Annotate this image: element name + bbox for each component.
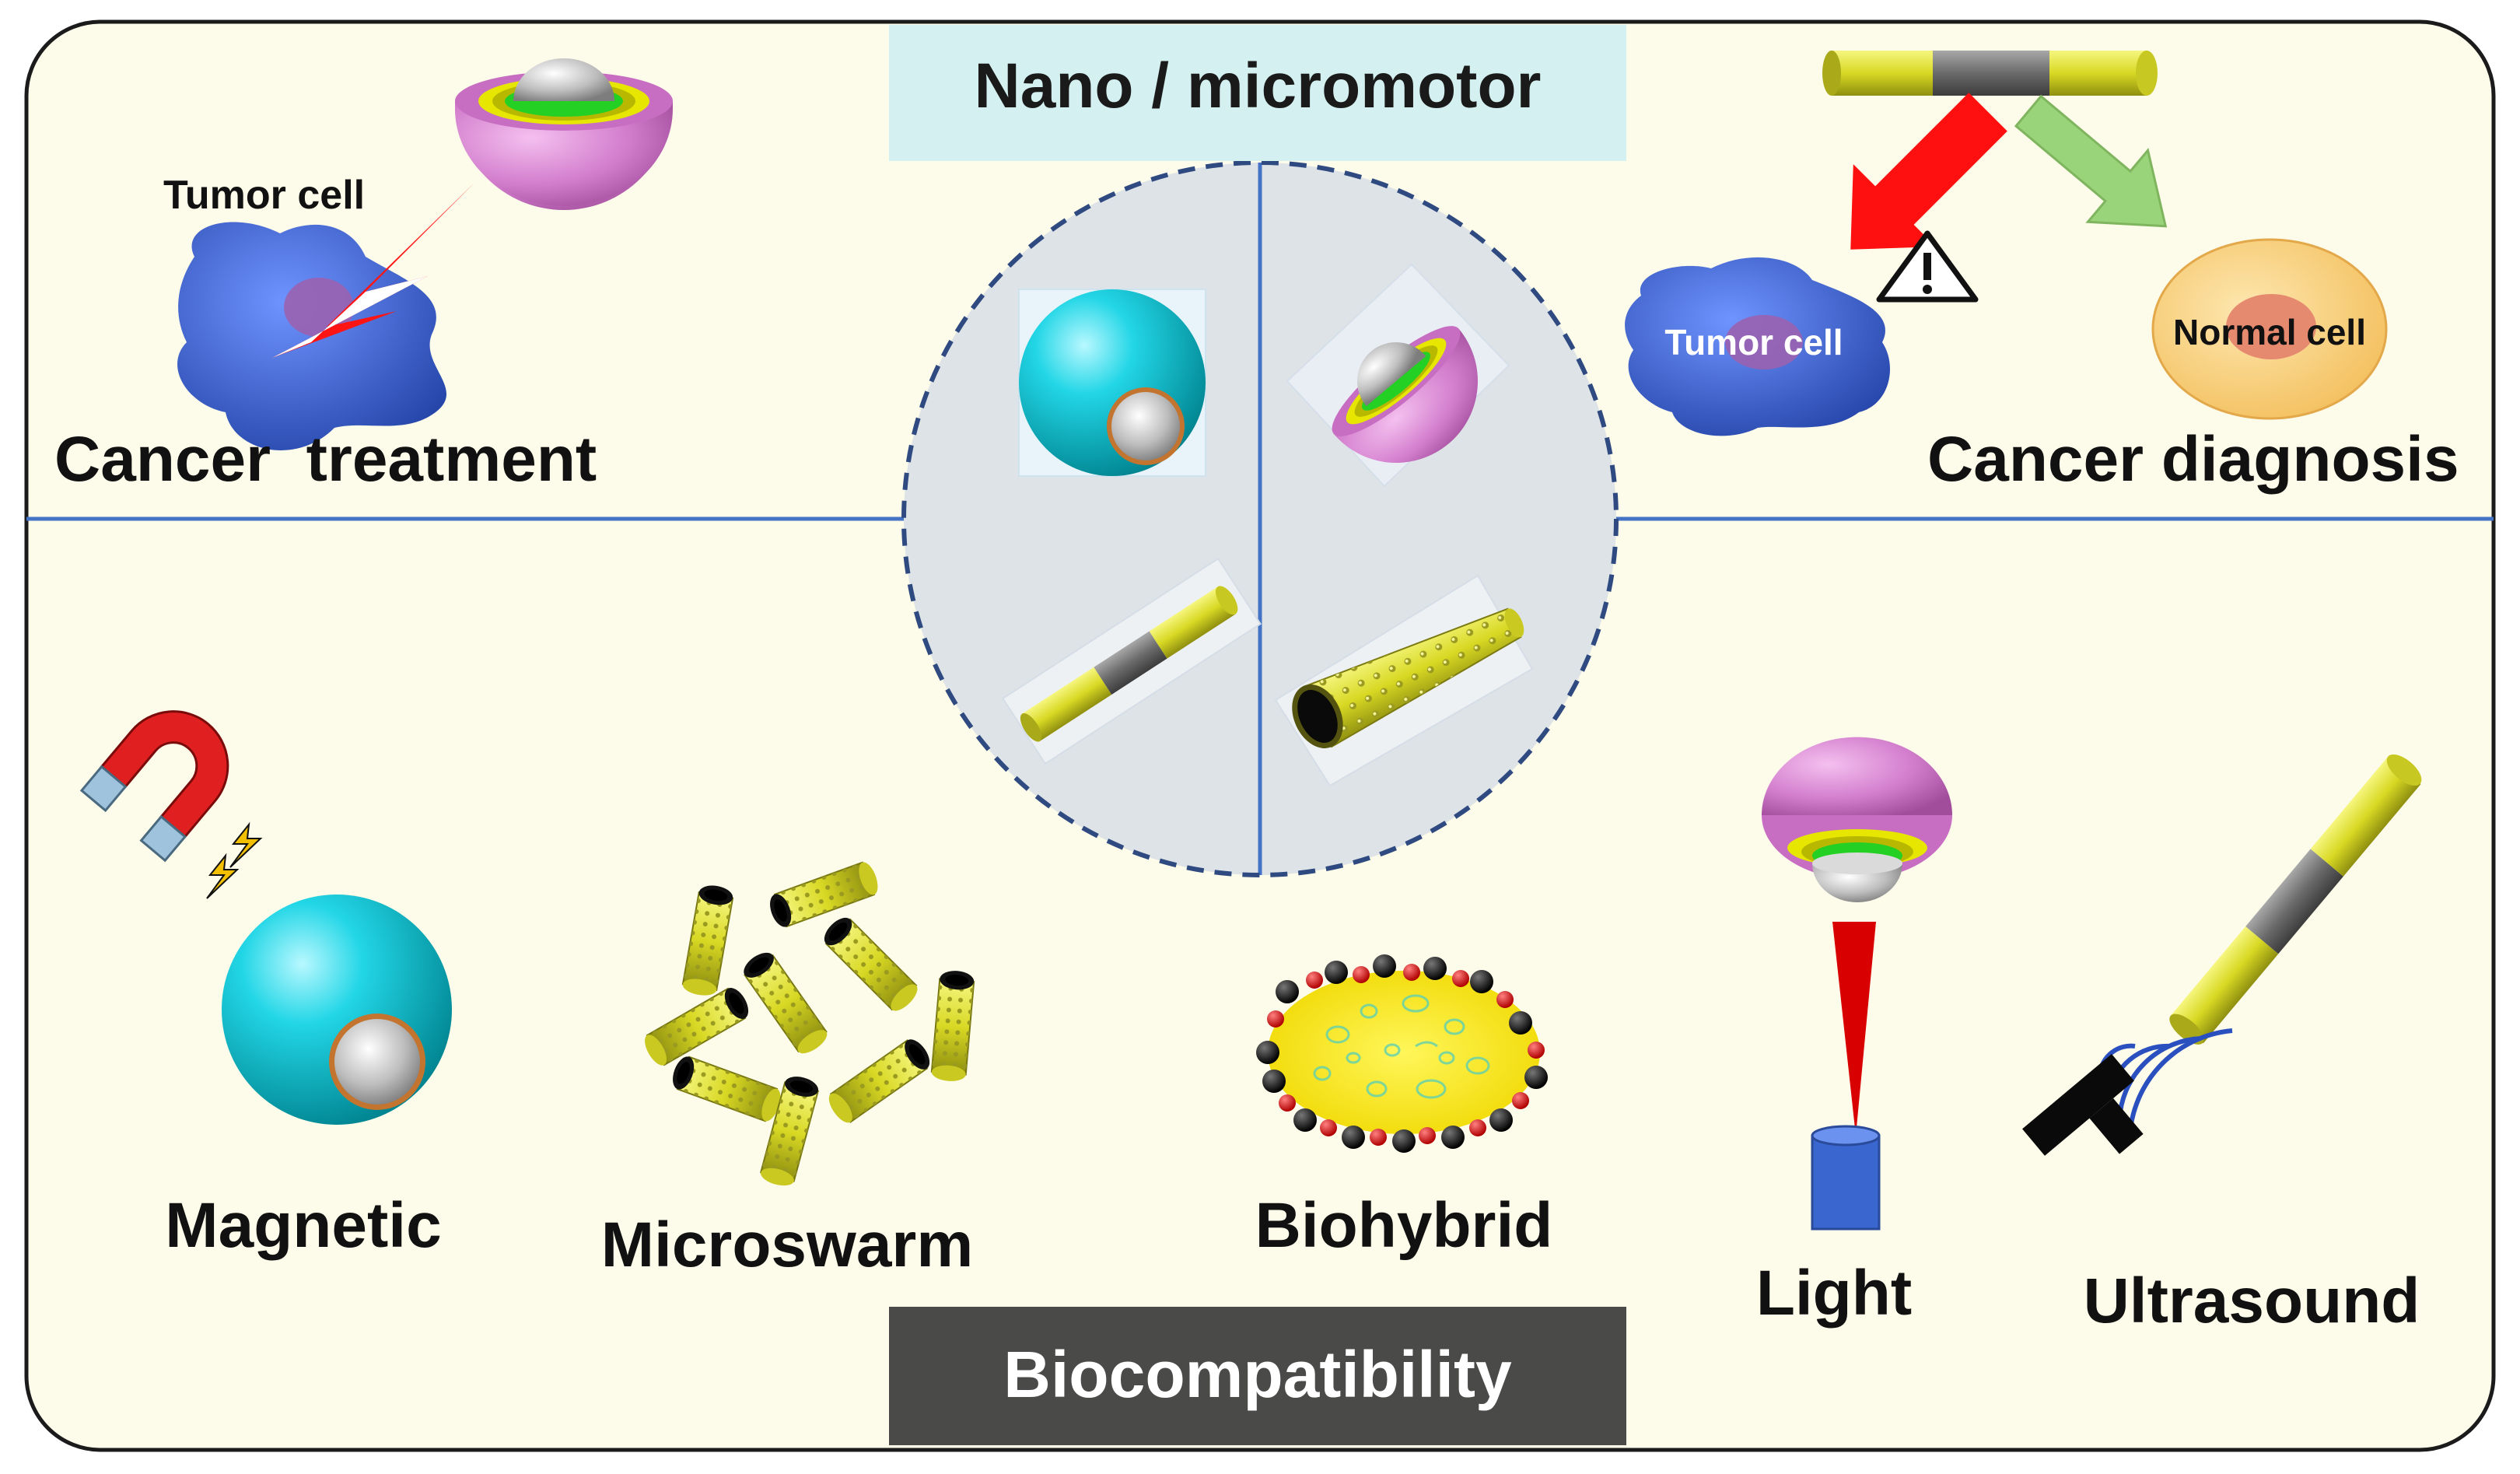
microswarm-label: Microswarm: [601, 1210, 974, 1280]
janus-rod-motor: [1002, 557, 1262, 765]
janus-rod-diagnosis: [1822, 51, 2158, 96]
janus-rod-ultrasound: [2169, 754, 2422, 1045]
cancer-treatment-heading: Cancer treatment: [54, 424, 597, 495]
cancer-treatment-quadrant: Tumor cell Cancer treatment: [54, 58, 673, 495]
title-box: [889, 25, 1626, 161]
laser-icon: [1832, 922, 1876, 1136]
tumor-cell-label-diagnosis: Tumor cell: [1664, 322, 1843, 362]
shell-motor-treatment: [455, 58, 673, 210]
biohybrid-label: Biohybrid: [1255, 1190, 1553, 1261]
biocompatibility-banner: [889, 1307, 1626, 1445]
magnet-icon: [79, 710, 229, 863]
magnetic-label: Magnetic: [165, 1190, 441, 1261]
light-source: [1811, 1134, 1881, 1231]
spark-icon: [229, 821, 263, 868]
warning-icon: [1876, 230, 1979, 303]
banner-label: Biocompatibility: [1003, 1338, 1512, 1411]
janus-sphere-motor: [1018, 289, 1206, 477]
red-arrow: [1850, 93, 2007, 250]
ultrasound-label: Ultrasound: [2084, 1266, 2420, 1336]
spark-icon-2: [206, 853, 240, 899]
tubular-microengine-motor: [1274, 574, 1534, 787]
ultrasound-transducer-icon: [2022, 1053, 2144, 1156]
title: Nano / micromotor: [975, 51, 1542, 121]
normal-cell-label: Normal cell: [2173, 312, 2366, 352]
microswarm-group: Microswarm: [601, 859, 976, 1280]
ultrasound-group: Ultrasound: [2022, 754, 2422, 1336]
light-group: Light: [1756, 737, 1952, 1329]
tumor-cell-label: Tumor cell: [163, 173, 365, 218]
bead-ring: [1256, 954, 1548, 1153]
light-label: Light: [1756, 1258, 1912, 1329]
multilayer-shell-motor: [1286, 263, 1510, 488]
cancer-diagnosis-heading: Cancer diagnosis: [1927, 424, 2459, 495]
green-arrow: [2014, 94, 2168, 228]
biohybrid-group: Biohybrid: [1255, 954, 1553, 1261]
lightning-icon-inner: [272, 276, 428, 358]
magnetic-group: Magnetic: [79, 710, 452, 1261]
tumor-cell: [177, 222, 446, 450]
cancer-diagnosis-quadrant: Tumor cell Normal cell Cancer diagnosis: [1625, 51, 2459, 495]
central-motor-circle: [901, 160, 1619, 877]
